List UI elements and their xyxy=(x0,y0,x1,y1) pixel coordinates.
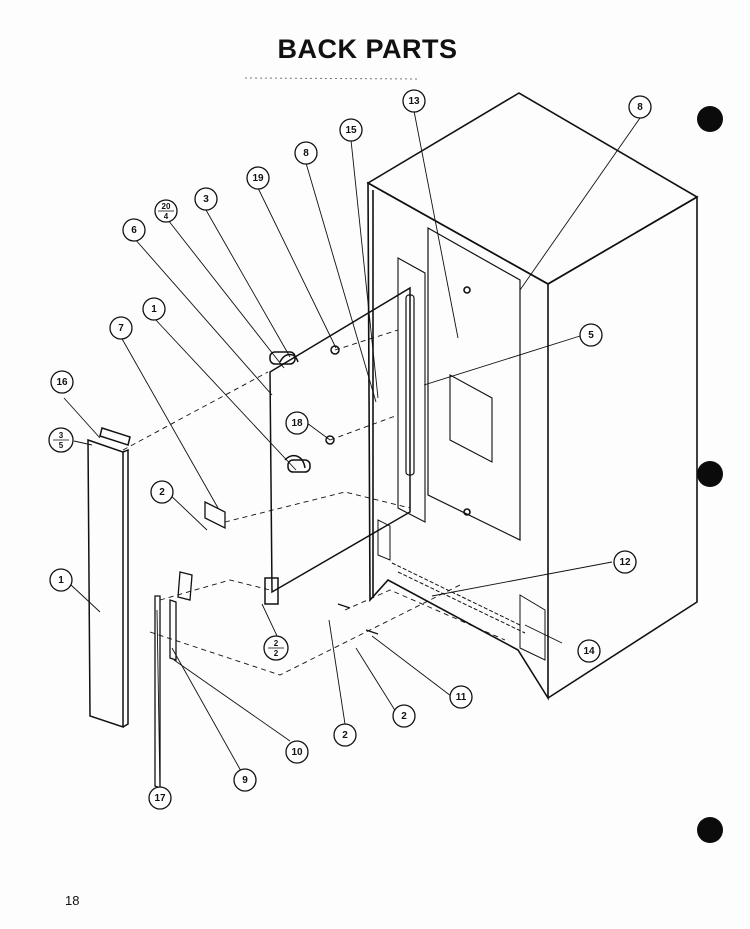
callout-1-lower: 1 xyxy=(58,575,64,586)
back-cover-panel xyxy=(87,427,131,729)
binder-hole-bottom xyxy=(697,817,723,843)
callout-2-right: 2 xyxy=(401,711,407,722)
callout-2-left: 2 xyxy=(159,487,165,498)
callout-12: 12 xyxy=(619,557,631,568)
callout-10: 10 xyxy=(291,747,303,758)
page-title: BACK PARTS xyxy=(277,34,458,64)
leader-lines xyxy=(63,110,641,791)
callout-6: 6 xyxy=(131,225,137,236)
binder-hole-top xyxy=(697,106,723,132)
callout-3: 3 xyxy=(203,194,209,205)
callout-15: 15 xyxy=(345,125,357,136)
callout-18: 18 xyxy=(291,418,303,429)
callout-20-sub: 4 xyxy=(164,212,169,221)
callout-7: 7 xyxy=(118,323,124,334)
refrigerator-cabinet xyxy=(366,92,699,701)
callout-19: 19 xyxy=(252,173,264,184)
callout-9: 9 xyxy=(242,775,248,786)
callout-bubbles xyxy=(48,89,652,810)
callout-16: 16 xyxy=(56,377,68,388)
callout-3-sub: 5 xyxy=(59,441,64,450)
header-rule xyxy=(244,77,421,80)
callout-17: 17 xyxy=(154,793,166,804)
condenser-coil xyxy=(264,286,411,605)
dashed-assembly-lines xyxy=(122,329,506,676)
callout-3-fraction: 3 xyxy=(59,431,64,440)
callout-8-top: 8 xyxy=(637,102,643,113)
callout-2-fraction: 2 xyxy=(274,639,279,648)
callout-labels: 13 8 15 8 19 3 20 4 6 1 7 16 3 5 18 2 5 … xyxy=(53,96,643,804)
callout-2-sub: 2 xyxy=(274,649,279,658)
callout-13: 13 xyxy=(408,96,420,107)
callout-2-bottom: 2 xyxy=(342,730,348,741)
callout-5: 5 xyxy=(588,330,594,341)
callout-11: 11 xyxy=(456,692,467,703)
page-number: 18 xyxy=(65,893,80,908)
callout-1-upper: 1 xyxy=(151,304,157,315)
callout-14: 14 xyxy=(583,646,595,657)
callout-20: 20 xyxy=(162,202,171,211)
callout-8-left: 8 xyxy=(303,148,309,159)
binder-hole-middle xyxy=(697,461,723,487)
